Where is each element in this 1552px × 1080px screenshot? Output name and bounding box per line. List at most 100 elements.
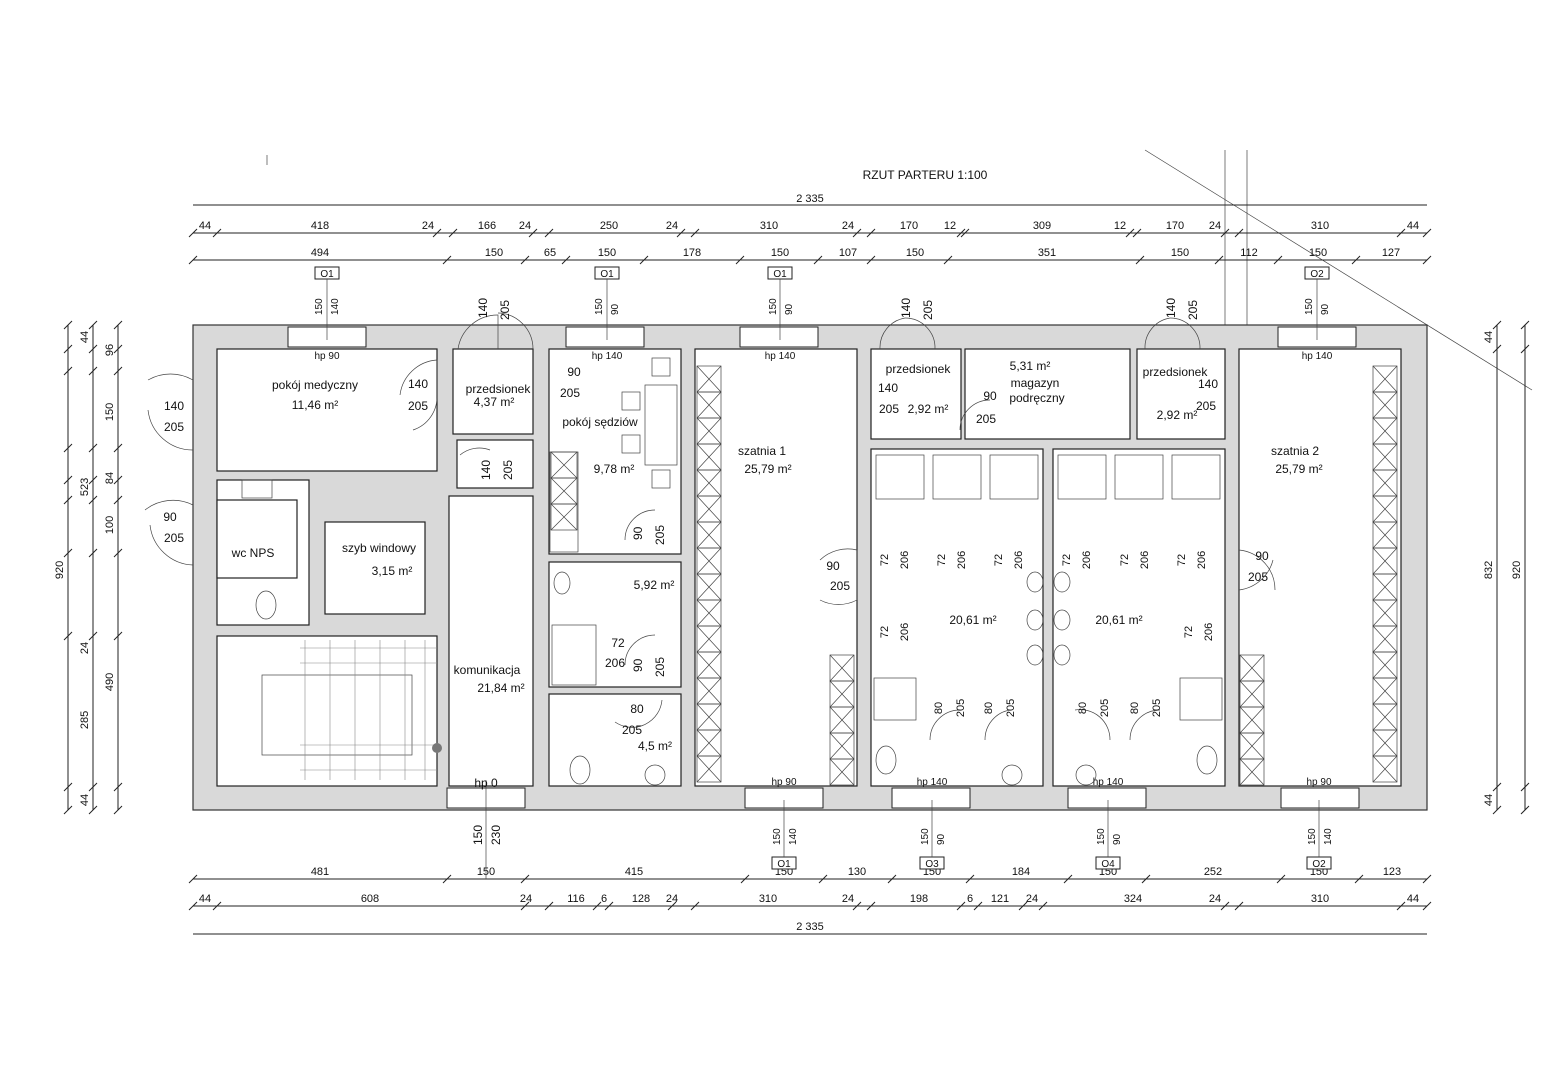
- cabin-door-width: 72: [1183, 626, 1195, 638]
- locker-cross: [829, 654, 855, 682]
- total-width-top: 2 335: [796, 193, 824, 205]
- dimension-tick: [88, 320, 98, 330]
- svg-text:150: 150: [920, 828, 931, 845]
- dimension-tick: [1135, 255, 1145, 265]
- svg-text:230: 230: [489, 825, 503, 845]
- locker-cross: [696, 755, 722, 783]
- svg-text:205: 205: [408, 399, 428, 413]
- dimension-tick: [88, 631, 98, 641]
- dimension-label: 309: [1033, 220, 1051, 232]
- dimension-label: 44: [199, 220, 211, 232]
- dimension-tick: [63, 475, 73, 485]
- svg-text:hp 90: hp 90: [314, 351, 339, 362]
- locker-cross: [696, 573, 722, 601]
- dimension-label: 150: [1171, 247, 1189, 259]
- room-wc: [548, 693, 682, 787]
- dimension-tick: [88, 548, 98, 558]
- cabin-door-width: 72: [879, 626, 891, 638]
- dimension-label: 44: [1407, 893, 1419, 905]
- dimension-label: 24: [422, 220, 434, 232]
- dimension-tick: [88, 475, 98, 485]
- window-tag: O1: [773, 269, 787, 280]
- room-name: przedsionek: [886, 362, 952, 376]
- room-name: pokój medyczny: [272, 378, 358, 392]
- locker-cross: [696, 417, 722, 445]
- svg-text:205: 205: [501, 460, 515, 480]
- cabin-door-width: 72: [1119, 554, 1131, 566]
- room-name: szyb windowy: [342, 541, 416, 555]
- room-name: szatnia 2: [1271, 444, 1319, 458]
- dimension-label: 24: [79, 642, 91, 654]
- room-komunikacja: [448, 495, 534, 787]
- dimension-label: 112: [1240, 247, 1258, 259]
- dimension-tick: [818, 874, 828, 884]
- svg-text:90: 90: [567, 365, 581, 379]
- svg-text:90: 90: [936, 833, 947, 845]
- locker-cross: [829, 706, 855, 734]
- locker-cross: [1372, 365, 1398, 393]
- dimension-tick: [740, 874, 750, 884]
- door-dim-labels: 140 205 140 205 140 205 90 205 140 205 9…: [163, 298, 1269, 737]
- dimension-label: 44: [79, 331, 91, 343]
- svg-text:150: 150: [1307, 828, 1318, 845]
- dimension-label: 84: [104, 472, 116, 484]
- plan-title: RZUT PARTERU 1:100: [863, 168, 988, 182]
- windows-bottom: [446, 787, 1360, 809]
- dimension-tick: [690, 901, 700, 911]
- locker-cross: [696, 729, 722, 757]
- cabin-door-height: 206: [899, 551, 911, 569]
- dimension-tick: [88, 366, 98, 376]
- section-line: [1144, 149, 1533, 391]
- svg-text:90: 90: [631, 658, 645, 672]
- dimension-tick: [113, 443, 123, 453]
- dimension-label: 150: [906, 247, 924, 259]
- dimension-label: 24: [666, 893, 678, 905]
- dimension-label: 24: [842, 220, 854, 232]
- svg-text:205: 205: [921, 300, 935, 320]
- svg-text:205: 205: [164, 420, 184, 434]
- dimension-tick: [604, 901, 614, 911]
- dimension-tick: [528, 228, 538, 238]
- dimension-tick: [1273, 255, 1283, 265]
- locker-cross: [1372, 651, 1398, 679]
- locker-cross: [1239, 758, 1265, 786]
- dimension-tick: [188, 901, 198, 911]
- dimension-label: 127: [1382, 247, 1400, 259]
- dimension-tick: [1276, 874, 1286, 884]
- dimension-tick: [88, 495, 98, 505]
- svg-text:140: 140: [1164, 298, 1178, 318]
- dimension-tick: [1018, 901, 1028, 911]
- dimension-tick: [448, 228, 458, 238]
- dimension-tick: [1132, 228, 1142, 238]
- room-area: 4,5 m²: [638, 739, 672, 753]
- dimension-label: 12: [1114, 220, 1126, 232]
- dimension-label: 523: [79, 478, 91, 496]
- dimension-tick: [639, 255, 649, 265]
- svg-text:140: 140: [1198, 377, 1218, 391]
- dimension-label: 418: [311, 220, 329, 232]
- svg-text:hp 140: hp 140: [592, 351, 623, 362]
- dimension-label: 285: [79, 711, 91, 729]
- dimension-label: 184: [1012, 866, 1030, 878]
- dimension-tick: [965, 874, 975, 884]
- room-area: 5,31 m²: [1010, 359, 1051, 373]
- dimension-tick: [1422, 255, 1432, 265]
- window-tag: O4: [1101, 859, 1115, 870]
- doors: [144, 312, 1276, 741]
- locker-cross: [1372, 755, 1398, 783]
- dimension-label: 116: [567, 893, 585, 905]
- svg-text:150: 150: [594, 298, 605, 315]
- locker-cross: [1239, 654, 1265, 682]
- locker-cross: [829, 732, 855, 760]
- svg-text:150: 150: [314, 298, 325, 315]
- dimension-label: 44: [1407, 220, 1419, 232]
- dimension-label: 178: [683, 247, 701, 259]
- dimension-tick: [973, 901, 983, 911]
- svg-text:80: 80: [630, 702, 644, 716]
- dimension-tick: [188, 228, 198, 238]
- window-tag: O1: [777, 859, 791, 870]
- window-tags-top: O1 O1 O1 O2: [314, 266, 1330, 340]
